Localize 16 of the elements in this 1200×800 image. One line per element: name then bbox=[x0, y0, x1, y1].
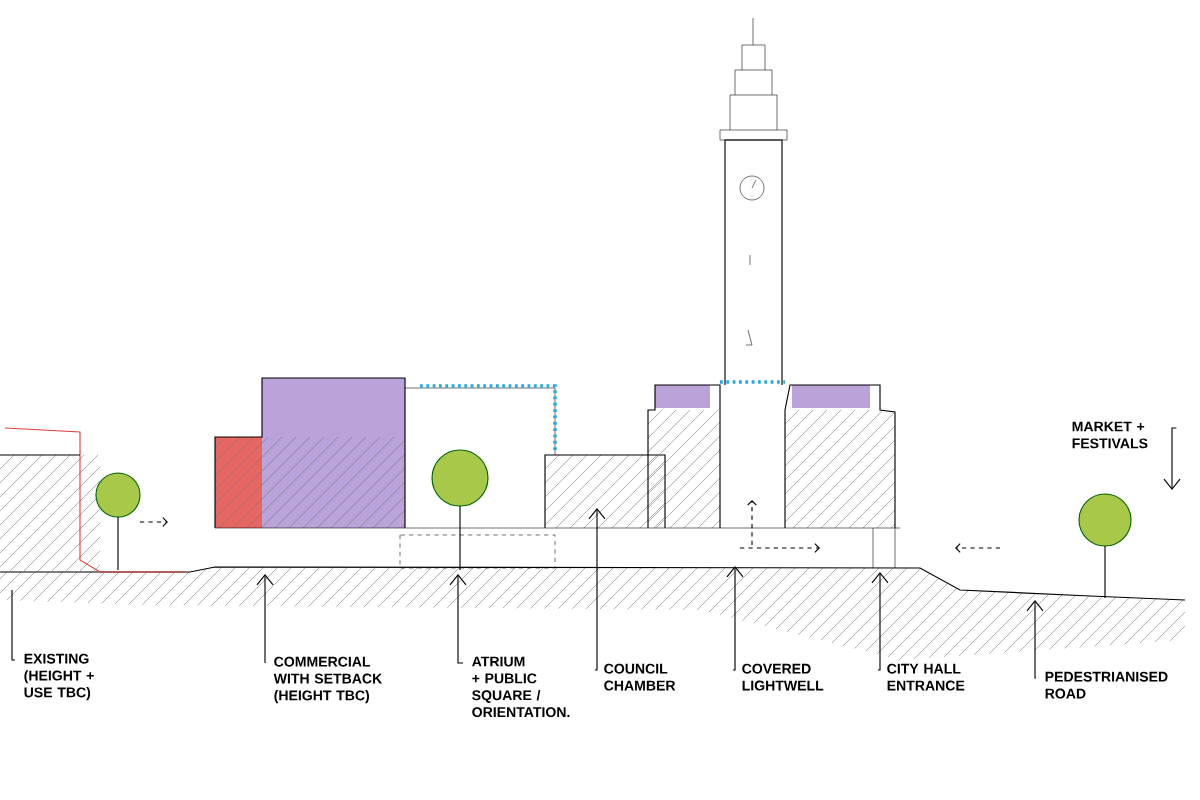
annotation-label: ATRIUM + PUBLIC SQUARE / ORIENTATION. bbox=[472, 656, 570, 718]
leader-line bbox=[871, 572, 889, 671]
annotation-label: PEDESTRIANISED ROAD bbox=[1045, 671, 1168, 699]
leader-line bbox=[11, 589, 16, 661]
annotation-label: EXISTING (HEIGHT + USE TBC) bbox=[24, 653, 94, 701]
leader-line bbox=[1026, 600, 1044, 679]
leader-line bbox=[256, 574, 274, 664]
leader-line bbox=[449, 574, 467, 664]
annotation-label: COMMERCIAL WITH SETBACK (HEIGHT TBC) bbox=[273, 656, 383, 704]
annotation-label: COUNCIL CHAMBER bbox=[604, 663, 676, 691]
annotation-label: COVERED LIGHTWELL bbox=[742, 663, 824, 691]
leader-line bbox=[726, 566, 744, 671]
leader-line bbox=[1163, 427, 1181, 490]
leader-line bbox=[588, 508, 606, 671]
annotation-label: CITY HALL ENTRANCE bbox=[887, 663, 965, 691]
annotation-label: MARKET + FESTIVALS bbox=[1072, 421, 1148, 449]
